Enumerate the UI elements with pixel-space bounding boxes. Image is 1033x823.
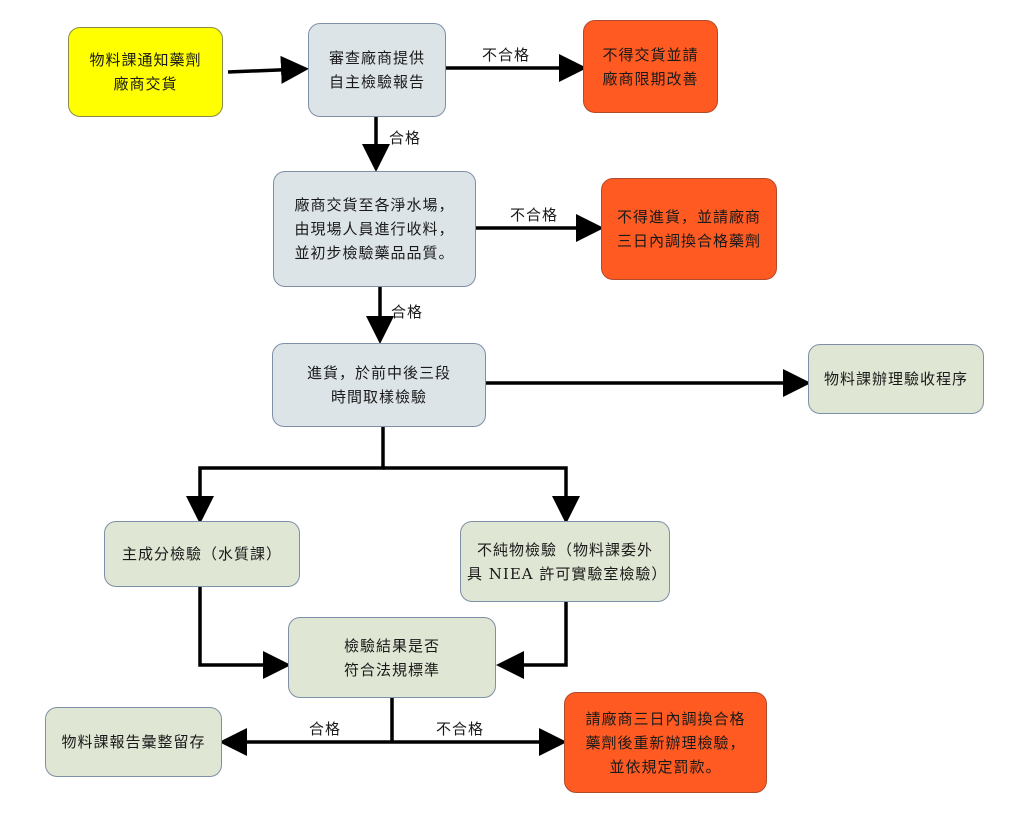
- node-reject1: 不得交貨並請 廠商限期改善: [583, 20, 718, 113]
- node-reject3: 請廠商三日內調換合格 藥劑後重新辦理檢驗， 並依規定罰款。: [564, 692, 767, 793]
- node-impurity-text: 不純物檢驗（物料課委外 具 NIEA 許可實驗室檢驗）: [467, 540, 668, 583]
- node-reject2-text: 不得進貨，並請廠商 三日內調換合格藥劑: [616, 208, 761, 250]
- node-acceptance: 物料課辦理驗收程序: [808, 344, 984, 414]
- node-archive: 物料課報告彙整留存: [45, 707, 222, 777]
- node-sampling: 進貨，於前中後三段 時間取樣檢驗: [272, 343, 486, 427]
- label-fail-result: 不合格: [436, 720, 485, 738]
- node-notify-text: 物料課通知藥劑 廠商交貨: [89, 51, 202, 93]
- label-pass-delivery: 合格: [391, 303, 424, 321]
- arrow-notify-to-review: [227, 55, 309, 84]
- node-result-text: 檢驗結果是否 符合法規標準: [343, 636, 440, 679]
- node-reject2: 不得進貨，並請廠商 三日內調換合格藥劑: [601, 178, 777, 280]
- node-delivery: 廠商交貨至各淨水場， 由現場人員進行收料， 並初步檢驗藥品品質。: [273, 171, 476, 287]
- node-main-component: 主成分檢驗（水質課）: [104, 521, 300, 587]
- node-reject3-text: 請廠商三日內調換合格 藥劑後重新辦理檢驗， 並依規定罰款。: [585, 709, 746, 776]
- connector-split-right: [383, 466, 580, 524]
- label-pass-review: 合格: [389, 129, 422, 147]
- node-delivery-text: 廠商交貨至各淨水場， 由現場人員進行收料， 並初步檢驗藥品品質。: [294, 196, 455, 262]
- node-archive-text: 物料課報告彙整留存: [61, 733, 206, 751]
- node-review: 審查廠商提供 自主檢驗報告: [308, 23, 446, 117]
- arrow-impurity-to-result: [496, 602, 568, 679]
- node-reject1-text: 不得交貨並請 廠商限期改善: [602, 45, 699, 88]
- label-fail-review: 不合格: [482, 46, 531, 64]
- arrow-main-to-result: [198, 587, 291, 679]
- node-main-component-text: 主成分檢驗（水質課）: [121, 545, 282, 563]
- label-pass-result: 合格: [309, 720, 342, 738]
- connector-sampling-split: [186, 427, 385, 524]
- node-review-text: 審查廠商提供 自主檢驗報告: [328, 49, 425, 91]
- node-result: 檢驗結果是否 符合法規標準: [288, 617, 496, 698]
- label-fail-delivery: 不合格: [510, 206, 559, 224]
- node-impurity: 不純物檢驗（物料課委外 具 NIEA 許可實驗室檢驗）: [460, 521, 670, 602]
- node-acceptance-text: 物料課辦理驗收程序: [823, 370, 968, 388]
- node-notify: 物料課通知藥劑 廠商交貨: [68, 27, 223, 117]
- node-sampling-text: 進貨，於前中後三段 時間取樣檢驗: [306, 364, 451, 406]
